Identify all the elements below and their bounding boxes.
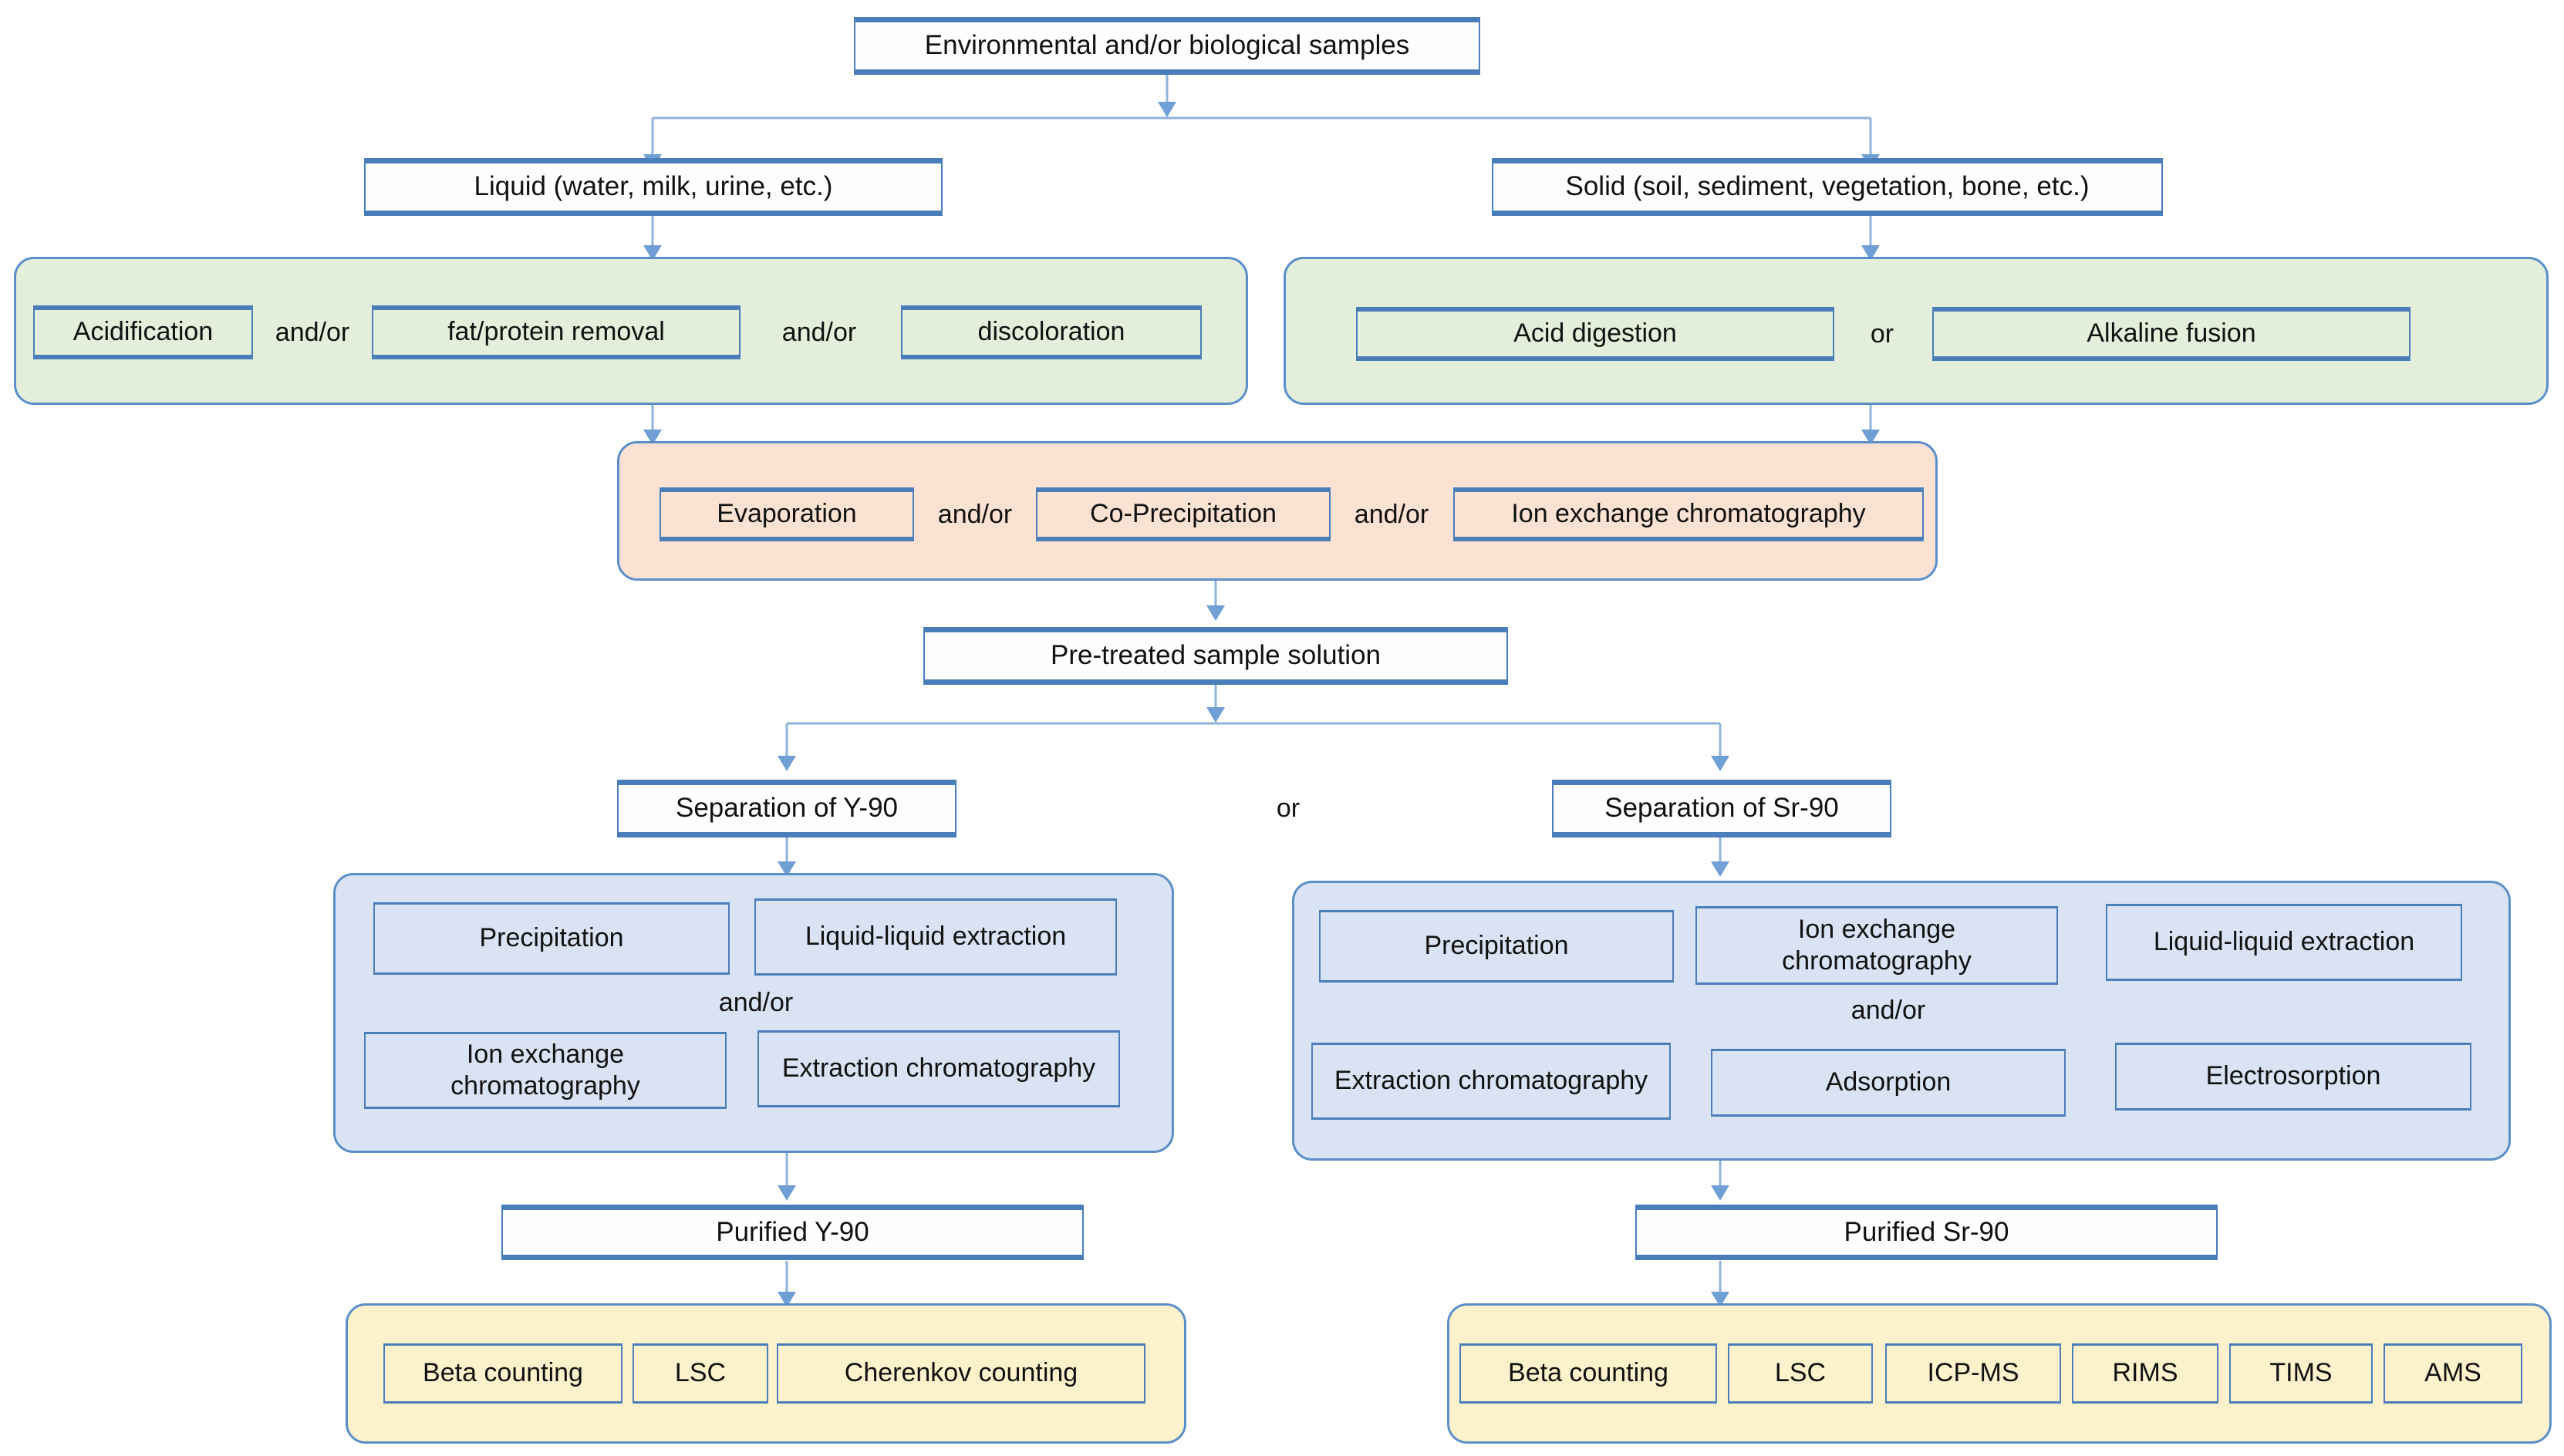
- group-common-pretreatment: [617, 441, 1938, 581]
- node-solid-samples[interactable]: Solid (soil, sediment, vegetation, bone,…: [1492, 158, 2163, 216]
- measurement-sr90-lsc[interactable]: LSC: [1728, 1343, 1873, 1404]
- node-separation-sr90[interactable]: Separation of Sr-90: [1552, 780, 1891, 838]
- group-separation-methods-sr90: [1292, 881, 2511, 1161]
- option-alkaline-fusion[interactable]: Alkaline fusion: [1932, 307, 2410, 361]
- group-solid-pretreatment: [1284, 257, 2549, 405]
- arrow-pretreated-split: [1206, 707, 1225, 723]
- arrow-to-separation-y90: [778, 756, 796, 771]
- arrow-to-purified-sr90: [1711, 1185, 1729, 1201]
- arrow-to-purified-y90: [778, 1185, 796, 1201]
- measurement-y90-lsc[interactable]: LSC: [633, 1343, 768, 1404]
- arrow-to-separation-sr90: [1711, 756, 1729, 771]
- node-liquid-samples[interactable]: Liquid (water, milk, urine, etc.): [364, 158, 943, 216]
- option-fat-protein-removal[interactable]: fat/protein removal: [372, 305, 741, 359]
- method-sr90-ion-exchange-chromatography[interactable]: Ion exchange chromatography: [1695, 906, 2058, 985]
- conjunction-liquid-1: and/or: [275, 317, 350, 347]
- arrow-to-methods-sr90: [1711, 861, 1729, 877]
- method-sr90-precipitation[interactable]: Precipitation: [1319, 910, 1674, 982]
- option-co-precipitation[interactable]: Co-Precipitation: [1036, 487, 1331, 541]
- measurement-y90-beta-counting[interactable]: Beta counting: [383, 1343, 622, 1404]
- measurement-sr90-beta-counting[interactable]: Beta counting: [1459, 1343, 1717, 1404]
- method-sr90-electrosorption[interactable]: Electrosorption: [2115, 1043, 2471, 1111]
- group-measurement-y90: [346, 1303, 1186, 1444]
- node-separation-y90[interactable]: Separation of Y-90: [617, 780, 956, 838]
- measurement-sr90-ams[interactable]: AMS: [2384, 1343, 2522, 1404]
- conjunction-liquid-2: and/or: [781, 317, 857, 347]
- conjunction-common-1: and/or: [937, 499, 1013, 529]
- method-y90-extraction-chromatography[interactable]: Extraction chromatography: [757, 1030, 1120, 1107]
- group-measurement-sr90: [1447, 1303, 2552, 1444]
- option-ion-exchange-chromatography-common[interactable]: Ion exchange chromatography: [1453, 487, 1924, 541]
- option-evaporation[interactable]: Evaporation: [660, 487, 914, 541]
- conjunction-common-2: and/or: [1354, 499, 1429, 529]
- group-liquid-pretreatment: [14, 257, 1248, 405]
- method-y90-liquid-liquid-extraction[interactable]: Liquid-liquid extraction: [754, 898, 1117, 976]
- option-acidification[interactable]: Acidification: [33, 305, 253, 359]
- method-sr90-adsorption[interactable]: Adsorption: [1711, 1049, 2066, 1117]
- node-purified-sr90[interactable]: Purified Sr-90: [1635, 1205, 2218, 1260]
- method-y90-precipitation[interactable]: Precipitation: [373, 902, 730, 975]
- option-acid-digestion[interactable]: Acid digestion: [1356, 307, 1834, 361]
- node-purified-y90[interactable]: Purified Y-90: [501, 1205, 1084, 1260]
- conjunction-branch-or: or: [1276, 794, 1301, 823]
- node-pretreated-sample-solution[interactable]: Pre-treated sample solution: [923, 627, 1508, 685]
- measurement-sr90-icp-ms[interactable]: ICP-MS: [1885, 1343, 2061, 1404]
- option-discoloration[interactable]: discoloration: [901, 305, 1202, 359]
- measurement-y90-cherenkov-counting[interactable]: Cherenkov counting: [777, 1343, 1145, 1404]
- node-environmental-biological-samples[interactable]: Environmental and/or biological samples: [854, 17, 1480, 75]
- arrow-root-split: [1158, 102, 1176, 117]
- method-sr90-extraction-chromatography[interactable]: Extraction chromatography: [1311, 1043, 1671, 1120]
- method-sr90-liquid-liquid-extraction[interactable]: Liquid-liquid extraction: [2106, 904, 2462, 981]
- measurement-sr90-rims[interactable]: RIMS: [2072, 1343, 2218, 1404]
- measurement-sr90-tims[interactable]: TIMS: [2229, 1343, 2373, 1404]
- conjunction-solid-1: or: [1870, 318, 1894, 349]
- method-y90-ion-exchange-chromatography[interactable]: Ion exchange chromatography: [364, 1032, 727, 1109]
- arrow-to-pretreated: [1206, 605, 1225, 621]
- conjunction-y90-andor: and/or: [718, 987, 794, 1017]
- conjunction-sr90-andor: and/or: [1850, 995, 1926, 1025]
